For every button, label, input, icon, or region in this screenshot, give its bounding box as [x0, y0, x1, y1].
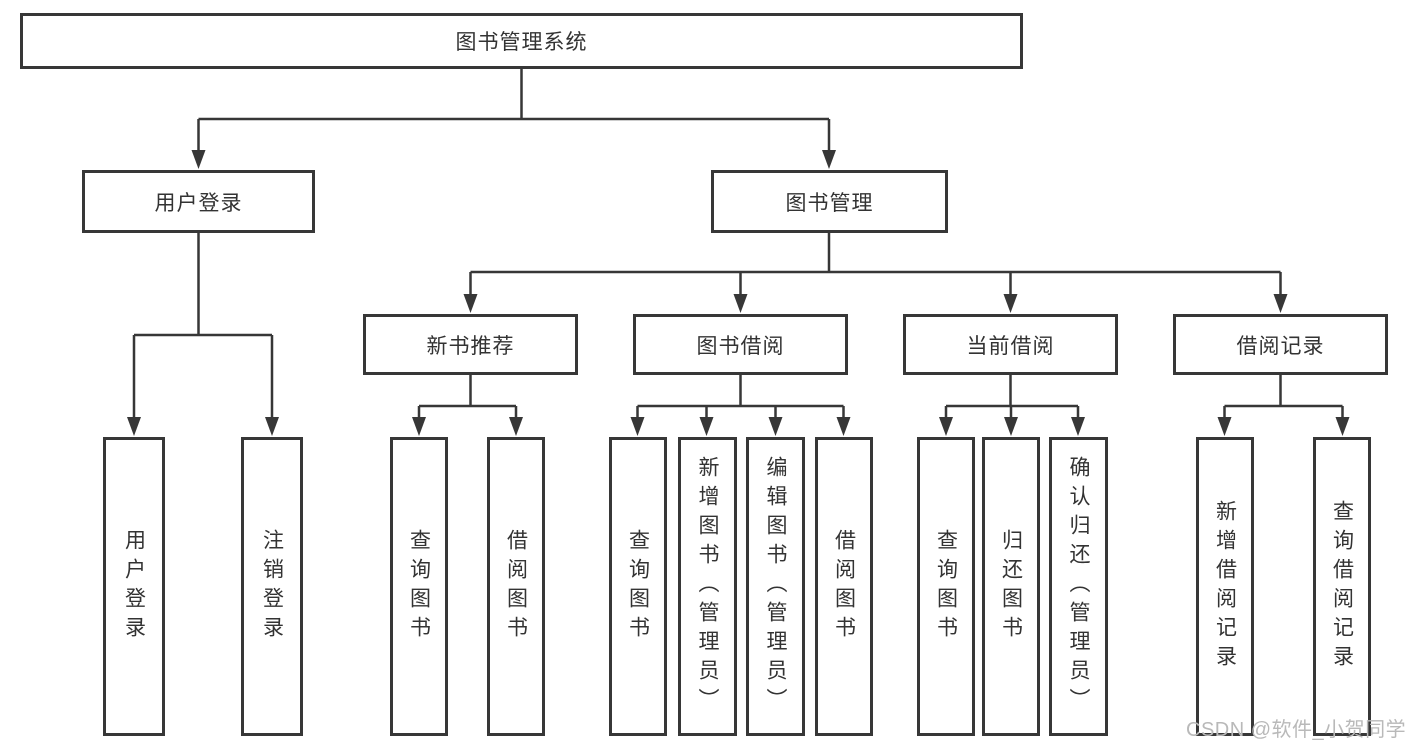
node-current-borrowing: 当前借阅: [903, 314, 1118, 375]
leaf-recommend-query-books-label: 查询图书: [407, 528, 431, 645]
leaf-borrow-query-books-label: 查询图书: [626, 528, 650, 645]
leaf-borrow-borrow-books-label: 借阅图书: [832, 528, 856, 645]
node-user-login: 用户登录: [82, 170, 315, 233]
leaf-user-login: 用户登录: [103, 437, 165, 736]
leaf-records-add-record-label: 新增借阅记录: [1213, 499, 1237, 674]
watermark: CSDN @软件_小贺同学: [1186, 719, 1405, 741]
node-new-book-recommendation: 新书推荐: [363, 314, 578, 375]
leaf-recommend-query-books: 查询图书: [390, 437, 448, 736]
leaf-current-confirm-return-admin: 确认归还（管理员）: [1049, 437, 1108, 736]
node-user-login-label: 用户登录: [154, 191, 243, 215]
node-book-borrowing-label: 图书借阅: [696, 334, 785, 358]
leaf-records-add-record: 新增借阅记录: [1196, 437, 1254, 736]
leaf-borrow-edit-books-admin-label: 编辑图书（管理员）: [764, 456, 787, 717]
leaf-current-query-books: 查询图书: [917, 437, 975, 736]
node-book-borrowing: 图书借阅: [633, 314, 848, 375]
node-borrowing-records: 借阅记录: [1173, 314, 1388, 375]
node-borrowing-records-label: 借阅记录: [1236, 334, 1325, 358]
node-book-management-label: 图书管理: [785, 191, 874, 215]
leaf-current-return-books-label: 归还图书: [999, 528, 1023, 645]
leaf-recommend-borrow-books-label: 借阅图书: [504, 528, 528, 645]
node-library-system: 图书管理系统: [20, 13, 1023, 69]
leaf-current-confirm-return-admin-label: 确认归还（管理员）: [1067, 456, 1090, 717]
leaf-borrow-edit-books-admin: 编辑图书（管理员）: [746, 437, 805, 736]
leaf-borrow-query-books: 查询图书: [609, 437, 667, 736]
leaf-borrow-add-books-admin-label: 新增图书（管理员）: [696, 456, 719, 717]
leaf-recommend-borrow-books: 借阅图书: [487, 437, 545, 736]
node-book-management: 图书管理: [711, 170, 948, 233]
leaf-logout-label: 注销登录: [260, 528, 284, 645]
leaf-borrow-borrow-books: 借阅图书: [815, 437, 873, 736]
leaf-current-query-books-label: 查询图书: [934, 528, 958, 645]
node-current-borrowing-label: 当前借阅: [966, 334, 1055, 358]
node-library-system-label: 图书管理系统: [455, 31, 588, 54]
leaf-records-query-record-label: 查询借阅记录: [1330, 499, 1354, 674]
leaf-records-query-record: 查询借阅记录: [1313, 437, 1371, 736]
leaf-user-login-label: 用户登录: [122, 528, 146, 645]
leaf-borrow-add-books-admin: 新增图书（管理员）: [678, 437, 737, 736]
leaf-logout: 注销登录: [241, 437, 303, 736]
node-new-book-recommendation-label: 新书推荐: [426, 334, 515, 358]
leaf-current-return-books: 归还图书: [982, 437, 1040, 736]
